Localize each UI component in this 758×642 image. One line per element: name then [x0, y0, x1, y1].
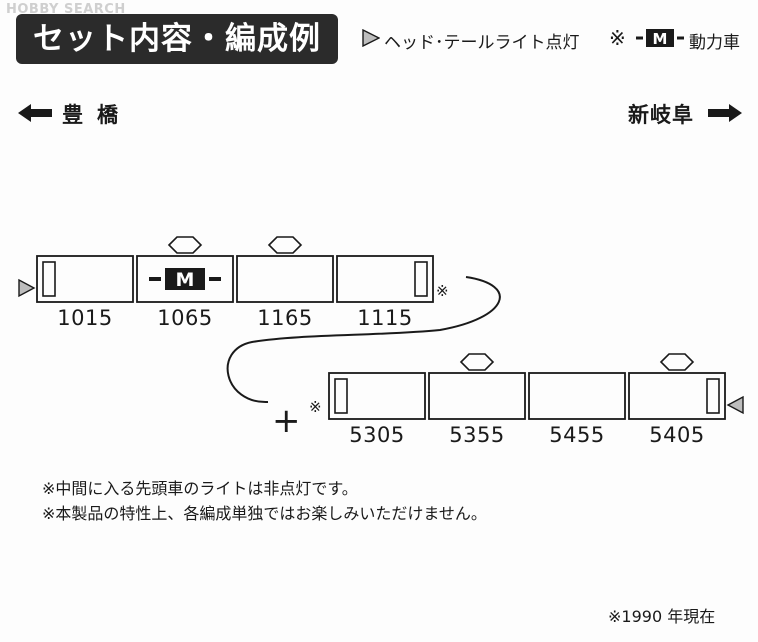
- motor-symbol: M: [176, 269, 195, 291]
- direction-left-label: 豊橋: [62, 103, 132, 127]
- page-title: セット内容・編成例: [33, 21, 321, 57]
- cab-window: [42, 261, 56, 297]
- motor-badge: [165, 268, 205, 290]
- car-number: 5305: [349, 423, 405, 447]
- cab-window: [414, 261, 428, 297]
- plus-mark: +: [272, 401, 301, 441]
- car-body: [628, 372, 726, 420]
- coupling-note-mark-1: ※: [436, 282, 449, 300]
- cab-window: [706, 378, 720, 414]
- train-car: [628, 353, 744, 420]
- watermark: HOBBY SEARCH: [6, 2, 126, 17]
- direction-right-label: 新岐阜: [628, 103, 694, 127]
- headlight-triangle-icon: [362, 29, 380, 47]
- footnote-1: ※中間に入る先頭車のライトは非点灯です。: [42, 479, 358, 498]
- train-car: [336, 255, 434, 303]
- footnotes: ※中間に入る先頭車のライトは非点灯です。 ※本製品の特性上、各編成単独ではお楽し…: [42, 476, 487, 526]
- legend-light-label: ヘッド･テールライト点灯: [384, 33, 580, 53]
- car-number: 5455: [549, 423, 605, 447]
- train-car: [236, 236, 334, 303]
- car-body: [528, 372, 626, 420]
- car-number: 5355: [449, 423, 505, 447]
- headlight-triangle-icon: [18, 278, 36, 298]
- legend-note-mark: ※: [609, 26, 626, 50]
- legend-motor-symbol: M: [653, 30, 668, 48]
- title-banner: [16, 14, 338, 64]
- motor-bar-right: [209, 277, 221, 281]
- car-number: 1065: [157, 306, 213, 330]
- cab-window: [334, 378, 348, 414]
- train-car: [18, 255, 134, 303]
- car-body: [336, 255, 434, 303]
- pantograph-icon: [459, 353, 495, 371]
- car-body: [328, 372, 426, 420]
- coupling-note-mark-2: ※: [309, 398, 322, 416]
- train-car: M: [136, 236, 234, 303]
- train-car: [428, 353, 526, 420]
- pantograph-icon: [267, 236, 303, 254]
- car-number: 1015: [57, 306, 113, 330]
- pantograph-icon: [659, 353, 695, 371]
- pantograph-icon: [167, 236, 203, 254]
- motor-bar-left: [149, 277, 161, 281]
- year-note: ※1990 年現在: [608, 607, 716, 626]
- arrow-left-icon: [18, 104, 52, 122]
- arrow-right-icon: [708, 104, 742, 122]
- car-body: [428, 372, 526, 420]
- footnote-2: ※本製品の特性上、各編成単独ではお楽しみいただけません。: [42, 504, 487, 523]
- car-number: 1165: [257, 306, 313, 330]
- train-car: [528, 372, 626, 420]
- headlight-triangle-icon: [726, 395, 744, 415]
- coupling-curve: [226, 276, 501, 404]
- motor-car-icon: M: [636, 29, 684, 48]
- car-body: [36, 255, 134, 303]
- train-car: [328, 372, 426, 420]
- car-number: 5405: [649, 423, 705, 447]
- legend-motor-label: 動力車: [689, 33, 740, 53]
- car-body: [236, 255, 334, 303]
- car-number: 1115: [357, 306, 413, 330]
